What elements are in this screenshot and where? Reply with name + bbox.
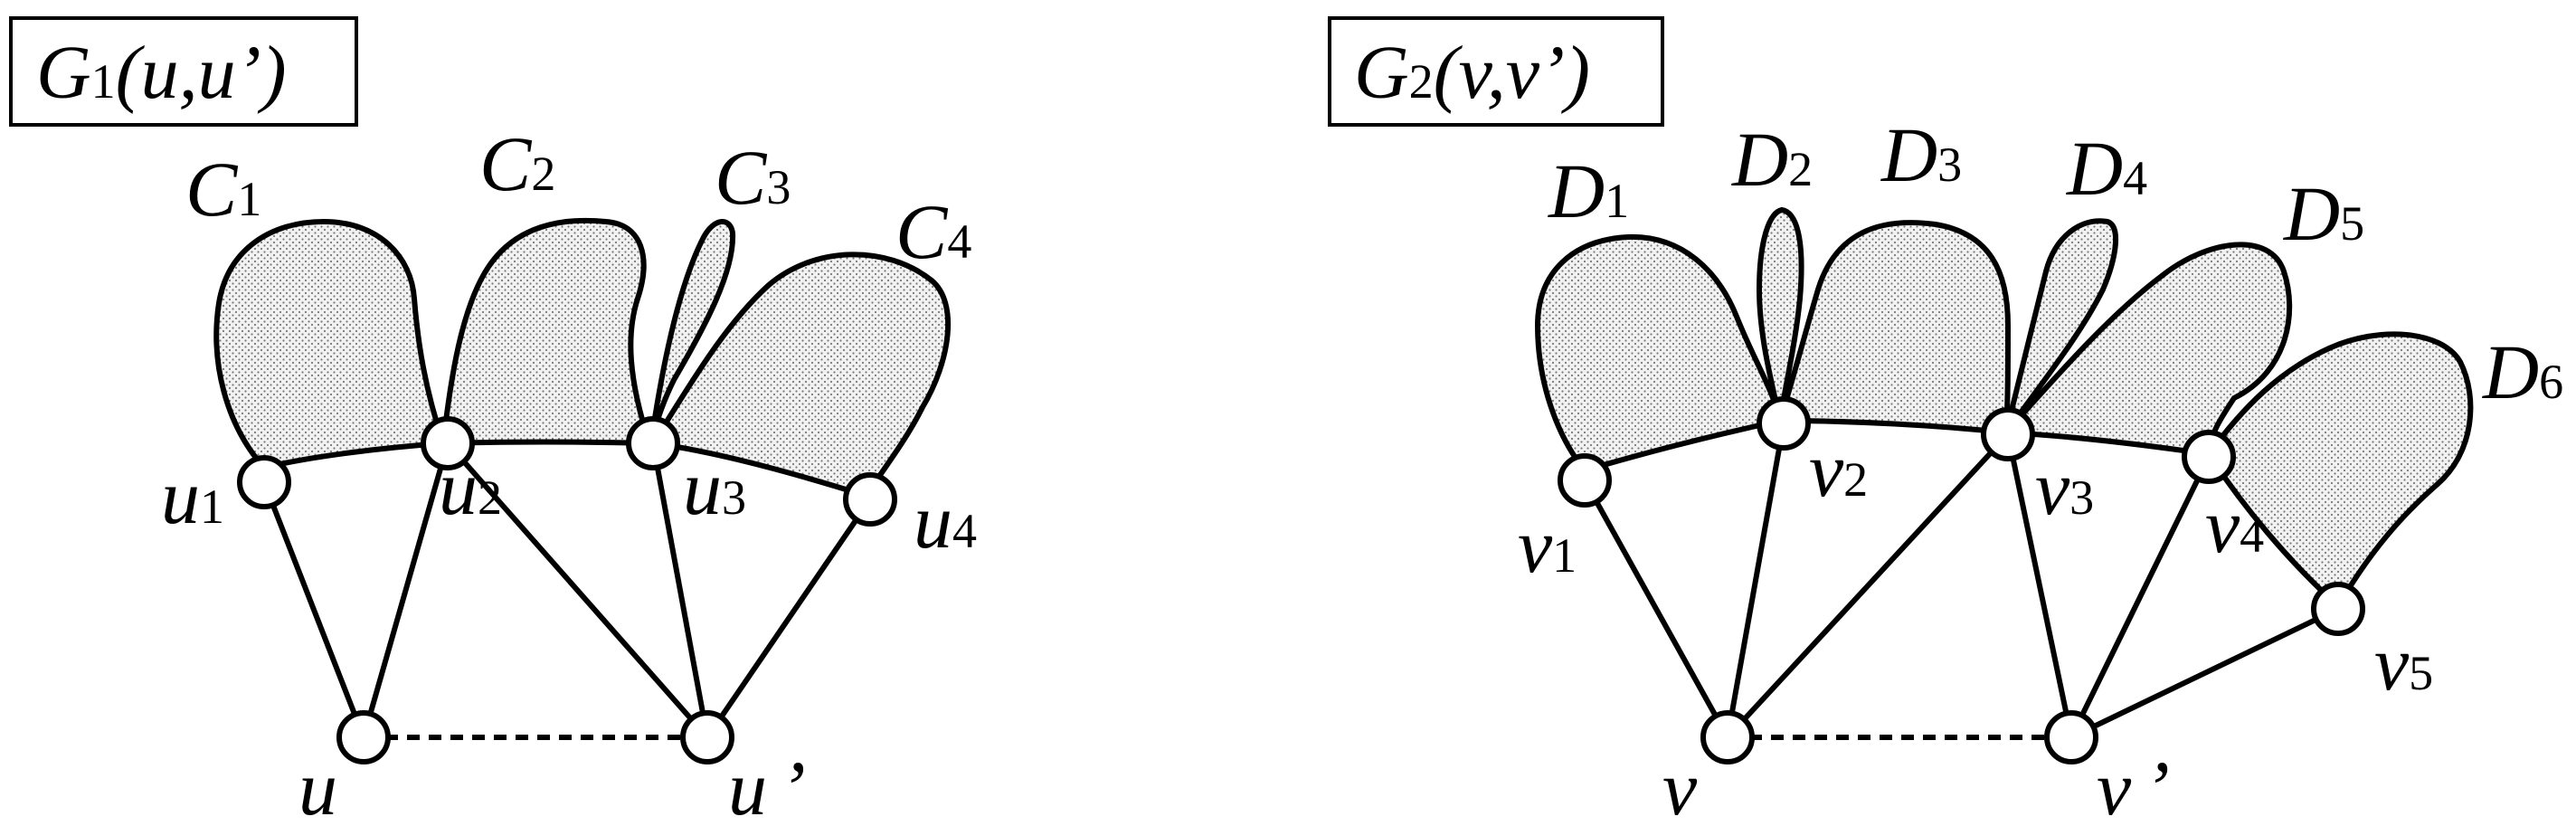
label-c4: C4	[895, 188, 971, 275]
blob-d1	[1534, 233, 1784, 474]
label-d6: D6	[2482, 328, 2563, 415]
blob-c1	[213, 218, 448, 471]
edge-v3-v	[1725, 432, 2011, 740]
edge-u4-uprime	[705, 498, 873, 739]
blob-d3	[1776, 220, 2012, 436]
g2-title-box	[1328, 16, 1664, 127]
label-d3: D3	[1880, 111, 1962, 198]
blob-d4	[2003, 218, 2119, 434]
blob-c3	[649, 219, 736, 442]
edge-v4-vprime	[2069, 455, 2211, 739]
node-uprime	[680, 710, 734, 764]
edge-u1-u	[261, 480, 366, 739]
g1-title: G1(u,u’)	[36, 31, 287, 115]
label-c2: C2	[479, 120, 555, 207]
node-v2	[1757, 396, 1811, 451]
node-v	[1700, 710, 1755, 764]
blob-c4	[648, 252, 952, 499]
label-v1: v1	[1518, 502, 1577, 589]
label-u1: u1	[161, 453, 224, 540]
node-u3	[626, 416, 680, 470]
blob-d5	[2000, 242, 2293, 458]
label-v: v	[1662, 745, 1698, 826]
label-c3: C3	[715, 134, 791, 221]
g2-title: G2(v,v’)	[1354, 31, 1590, 115]
edge-u2-uprime	[445, 441, 710, 739]
node-vprime	[2044, 710, 2098, 764]
blob-d2	[1756, 206, 1804, 422]
label-d1: D1	[1548, 147, 1629, 234]
diagram-g2: G2(v,v’) D1 D2 D3 D4 D5 D6 v1 v2 v	[1328, 16, 2563, 826]
node-u2	[421, 416, 475, 470]
label-uprime: u’	[728, 745, 806, 826]
edge-v3-vprime	[2005, 433, 2074, 738]
blob-d6	[2205, 331, 2474, 611]
node-v5	[2311, 582, 2365, 636]
node-v1	[1558, 453, 1612, 508]
label-d5: D5	[2283, 170, 2364, 257]
node-u	[336, 710, 391, 764]
label-v5: v5	[2374, 620, 2433, 707]
label-u4: u4	[914, 478, 977, 565]
edge-v5-vprime	[2069, 606, 2340, 740]
label-vprime: v’	[2097, 745, 2170, 826]
edge-v2-v	[1725, 422, 1786, 738]
edge-u3-uprime	[650, 442, 710, 738]
blob-c2	[440, 217, 654, 447]
label-d2: D2	[1731, 116, 1813, 203]
edge-v1-v	[1582, 479, 1730, 739]
diagram-g1: G1(u,u’) C1 C2 C3 C4 u1 u2 u3 u4 u u’	[9, 16, 977, 826]
label-u2: u2	[439, 444, 502, 531]
label-d4: D4	[2066, 125, 2147, 212]
node-u4	[843, 472, 897, 527]
g1-title-box	[9, 16, 358, 127]
node-u1	[237, 455, 291, 509]
node-v3	[1981, 407, 2035, 461]
label-v4: v4	[2205, 482, 2264, 569]
label-u: u	[298, 745, 337, 826]
label-u3: u3	[683, 444, 746, 531]
label-v2: v2	[1809, 426, 1868, 513]
node-v4	[2182, 430, 2236, 484]
label-v3: v3	[2035, 444, 2094, 531]
edge-u2-u	[361, 442, 450, 738]
label-c1: C1	[185, 146, 261, 233]
